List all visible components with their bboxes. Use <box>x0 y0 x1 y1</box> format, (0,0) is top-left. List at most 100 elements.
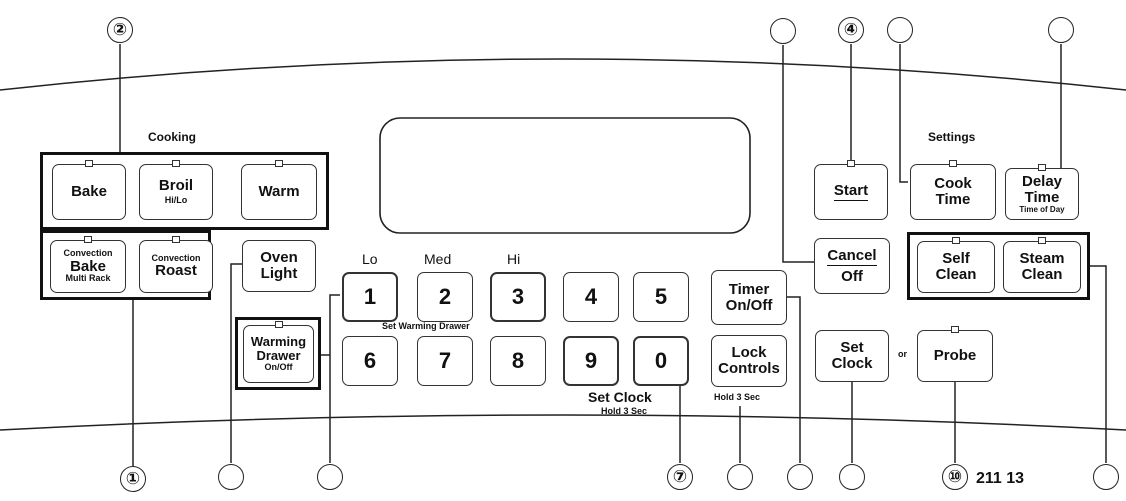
convection-bake-button[interactable]: Convection Bake Multi Rack <box>50 236 126 293</box>
warm-label: Warm <box>258 183 300 201</box>
clean-group <box>907 232 1090 300</box>
number-7-button[interactable]: 7 <box>417 336 473 386</box>
warming-drawer-group <box>235 317 321 390</box>
steam-clean-line1: Steam <box>1019 250 1065 268</box>
med-label: Med <box>424 251 452 267</box>
lock-controls-button[interactable]: Lock Controls <box>711 335 787 387</box>
callout-delay-top <box>1048 17 1074 43</box>
oven-light-line2: Light <box>260 265 298 282</box>
hi-label: Hi <box>507 251 521 267</box>
cooking-group <box>40 152 329 230</box>
leader-cook-time <box>899 44 908 183</box>
set-clock-button[interactable]: Set Clock <box>815 330 889 382</box>
cook-time-line2: Time <box>935 191 971 208</box>
self-clean-button[interactable]: Self Clean <box>917 237 995 293</box>
number-2-button[interactable]: 2 <box>417 272 473 322</box>
lo-label: Lo <box>362 251 378 267</box>
broil-sublabel: Hi/Lo <box>164 195 188 206</box>
bake-button[interactable]: Bake <box>52 160 126 220</box>
settings-label: Settings <box>928 130 976 144</box>
warming-drawer-line1: Warming <box>250 334 307 350</box>
set-clock-hold-label: Hold 3 Sec <box>601 406 648 416</box>
lock-line2: Controls <box>718 360 780 377</box>
leader-timer <box>787 296 801 463</box>
callout-cook-time-top <box>887 17 913 43</box>
leader-cancel <box>782 45 814 263</box>
callout-7: ⑦ <box>667 464 693 490</box>
self-clean-line2: Clean <box>935 266 977 283</box>
steam-clean-button[interactable]: Steam Clean <box>1003 237 1081 293</box>
cancel-line2: Off <box>841 267 863 285</box>
number-1-button[interactable]: 1 <box>342 272 398 322</box>
broil-label: Broil <box>158 177 194 195</box>
number-2-label: 2 <box>438 284 452 310</box>
start-label: Start <box>833 182 869 201</box>
number-7-label: 7 <box>438 348 452 374</box>
number-6-button[interactable]: 6 <box>342 336 398 386</box>
figure-code: 211 13 <box>976 470 1025 487</box>
warm-indicator-light <box>275 160 283 167</box>
start-button[interactable]: Start <box>814 160 888 220</box>
cook-time-indicator-light <box>949 160 957 167</box>
number-3-button[interactable]: 3 <box>490 272 546 322</box>
bake-indicator-light <box>85 160 93 167</box>
callout-steam-bottom <box>1093 464 1119 490</box>
convection-bake-label: Bake <box>70 257 106 275</box>
probe-indicator-light <box>951 326 959 333</box>
leader-steam <box>1087 265 1107 463</box>
cooking-label: Cooking <box>148 130 196 144</box>
oven-light-button[interactable]: Oven Light <box>242 240 316 292</box>
delay-time-indicator-light <box>1038 164 1046 171</box>
or-label: or <box>898 349 907 359</box>
callout-2: ② <box>107 17 133 43</box>
set-clock-label: Set Clock <box>588 389 652 405</box>
delay-time-button[interactable]: Delay Time Time of Day <box>1005 164 1079 220</box>
timer-line1: Timer <box>728 280 770 298</box>
warming-drawer-button[interactable]: Warming Drawer On/Off <box>243 321 314 383</box>
cook-time-line1: Cook <box>934 175 972 193</box>
warm-button[interactable]: Warm <box>241 160 317 220</box>
set-clock-line2: Clock <box>831 355 873 372</box>
delay-time-line2: Time <box>1024 188 1060 206</box>
set-warming-drawer-label: Set Warming Drawer <box>382 321 470 331</box>
self-clean-line1: Self <box>942 250 970 268</box>
number-9-button[interactable]: 9 <box>563 336 619 386</box>
delay-time-sublabel: Time of Day <box>1019 204 1065 214</box>
callout-warming-bottom <box>317 464 343 490</box>
start-indicator-light <box>847 160 855 167</box>
cancel-line1: Cancel <box>827 246 877 266</box>
number-6-label: 6 <box>363 348 377 374</box>
number-5-label: 5 <box>654 284 668 310</box>
cook-time-button[interactable]: Cook Time <box>910 160 996 220</box>
display-screen <box>379 117 751 234</box>
convection-bake-toplabel: Convection <box>63 248 113 259</box>
number-3-label: 3 <box>511 284 525 310</box>
steam-clean-indicator-light <box>1038 237 1046 244</box>
warming-drawer-indicator-light <box>274 321 283 328</box>
broil-indicator-light <box>172 160 180 167</box>
number-5-button[interactable]: 5 <box>633 272 689 322</box>
leader-warming <box>321 294 340 463</box>
cancel-off-button[interactable]: Cancel Off <box>814 238 890 294</box>
callout-10: ⑩ <box>942 464 968 490</box>
self-clean-indicator-light <box>952 237 960 244</box>
panel-bottom-edge <box>0 414 1126 431</box>
convection-roast-label: Roast <box>155 262 197 280</box>
convection-bake-sublabel: Multi Rack <box>65 273 111 284</box>
timer-button[interactable]: Timer On/Off <box>711 270 787 325</box>
delay-time-line1: Delay <box>1021 173 1063 191</box>
warming-drawer-line2: Drawer <box>256 347 301 363</box>
number-1-label: 1 <box>363 284 377 310</box>
broil-button[interactable]: Broil Hi/Lo <box>139 160 213 220</box>
callout-set-clock-bottom <box>839 464 865 490</box>
convection-roast-button[interactable]: Convection Roast <box>139 236 213 293</box>
set-clock-line1: Set <box>840 339 864 357</box>
probe-button[interactable]: Probe <box>917 326 993 382</box>
probe-label: Probe <box>933 347 977 365</box>
convection-bake-indicator-light <box>84 236 92 243</box>
number-4-button[interactable]: 4 <box>563 272 619 322</box>
callout-1: ① <box>120 466 146 492</box>
convection-roast-indicator-light <box>172 236 180 243</box>
number-8-button[interactable]: 8 <box>490 336 546 386</box>
number-0-button[interactable]: 0 <box>633 336 689 386</box>
